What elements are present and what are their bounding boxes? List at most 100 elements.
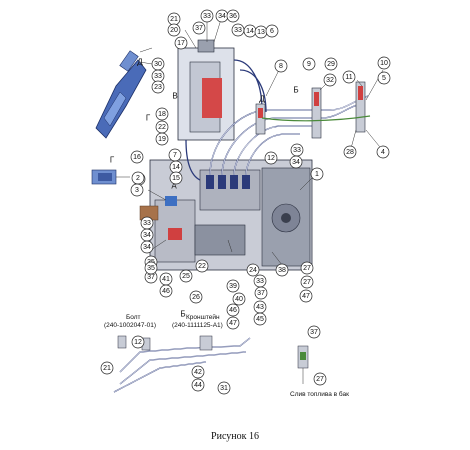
callout-number: 42 <box>194 369 202 376</box>
callout-47: 47 <box>299 289 313 303</box>
callout-circle <box>169 171 183 185</box>
callout-number: 23 <box>154 84 162 91</box>
callout-number: 10 <box>380 60 388 67</box>
callout-22: 22 <box>155 120 169 134</box>
callout-number: 12 <box>134 339 142 346</box>
callout-circle <box>324 57 338 71</box>
callout-number: 47 <box>229 320 237 327</box>
callout-36: 36 <box>226 9 240 23</box>
callout-34: 34 <box>140 228 154 242</box>
callout-39: 39 <box>226 279 240 293</box>
callout-circle <box>226 303 240 317</box>
injector-2 <box>355 81 366 133</box>
callout-number: 38 <box>278 267 286 274</box>
callout-circle <box>226 9 240 23</box>
callout-12: 12 <box>131 335 145 349</box>
callout-number: 3 <box>135 187 139 194</box>
callout-number: 21 <box>103 365 111 372</box>
injector-1 <box>311 87 322 139</box>
callout-circle <box>342 70 356 84</box>
callout-37: 37 <box>307 325 321 339</box>
callout-number: 17 <box>177 40 185 47</box>
callout-number: 19 <box>158 136 166 143</box>
bracket-code: (240-1111125-А1) <box>172 322 223 329</box>
callout-26: 26 <box>189 290 203 304</box>
callout-circle <box>264 151 278 165</box>
callout-circle <box>140 240 154 254</box>
callout-circle <box>151 80 165 94</box>
callout-45: 45 <box>253 312 267 326</box>
callout-34: 34 <box>215 9 229 23</box>
callout-number: 34 <box>143 244 151 251</box>
callout-28: 28 <box>343 145 357 159</box>
callout-number: 27 <box>303 279 311 286</box>
callout-13: 13 <box>254 25 268 39</box>
callout-46: 46 <box>159 284 173 298</box>
callout-33: 33 <box>151 69 165 83</box>
callout-41: 41 <box>159 272 173 286</box>
callout-29: 29 <box>324 57 338 71</box>
callout-circle <box>377 56 391 70</box>
callout-2: 2 <box>131 171 145 185</box>
callout-number: 33 <box>203 13 211 20</box>
callout-circle <box>174 36 188 50</box>
callout-18: 18 <box>155 107 169 121</box>
callout-number: 33 <box>256 278 264 285</box>
callout-circle <box>275 263 289 277</box>
callout-circle <box>253 312 267 326</box>
callout-5: 5 <box>377 71 391 85</box>
callout-number: 14 <box>246 28 254 35</box>
callout-circle <box>232 292 246 306</box>
callout-circle <box>167 23 181 37</box>
callout-number: 20 <box>170 27 178 34</box>
callout-number: 14 <box>172 164 180 171</box>
callout-21: 21 <box>100 361 114 375</box>
callout-number: 46 <box>229 307 237 314</box>
callout-37: 37 <box>192 21 206 35</box>
callout-number: 24 <box>249 267 257 274</box>
callout-number: 34 <box>143 232 151 239</box>
callout-10: 10 <box>377 56 391 70</box>
callout-circle <box>226 279 240 293</box>
letter-d-injector: Д <box>259 95 265 104</box>
drain-label: Слив топлива в бак <box>290 390 349 398</box>
bottom-pipe-assembly <box>113 335 251 393</box>
callout-number: 18 <box>158 111 166 118</box>
callout-number: 9 <box>307 61 311 68</box>
callout-circle <box>246 263 260 277</box>
callout-circle <box>192 21 206 35</box>
callout-circle <box>265 24 279 38</box>
callout-number: 7 <box>173 152 177 159</box>
callout-circle <box>226 316 240 330</box>
callout-number: 8 <box>279 63 283 70</box>
letter-a: А <box>171 182 177 191</box>
callout-circle <box>310 167 324 181</box>
callout-number: 37 <box>195 25 203 32</box>
callout-number: 27 <box>303 265 311 272</box>
callout-number: 39 <box>229 283 237 290</box>
callout-12: 12 <box>264 151 278 165</box>
callout-27: 27 <box>313 372 327 386</box>
callout-20: 20 <box>167 23 181 37</box>
callout-34: 34 <box>140 240 154 254</box>
callout-number: 1 <box>315 171 319 178</box>
callout-23: 23 <box>151 80 165 94</box>
callout-25: 25 <box>179 269 193 283</box>
letter-b-bottom: Б <box>180 310 185 319</box>
high-pressure-pipes <box>185 59 369 181</box>
callout-circle <box>300 275 314 289</box>
callout-circle <box>159 284 173 298</box>
callout-33: 33 <box>253 274 267 288</box>
callout-3: 3 <box>130 183 144 197</box>
callout-circle <box>130 183 144 197</box>
callout-number: 31 <box>220 385 228 392</box>
callout-number: 33 <box>143 220 151 227</box>
callout-35: 35 <box>144 261 158 275</box>
callout-number: 34 <box>292 159 300 166</box>
callout-1: 1 <box>310 167 324 181</box>
callout-14: 14 <box>169 160 183 174</box>
callout-circle <box>195 259 209 273</box>
callout-number: 35 <box>147 265 155 272</box>
callout-11: 11 <box>342 70 356 84</box>
